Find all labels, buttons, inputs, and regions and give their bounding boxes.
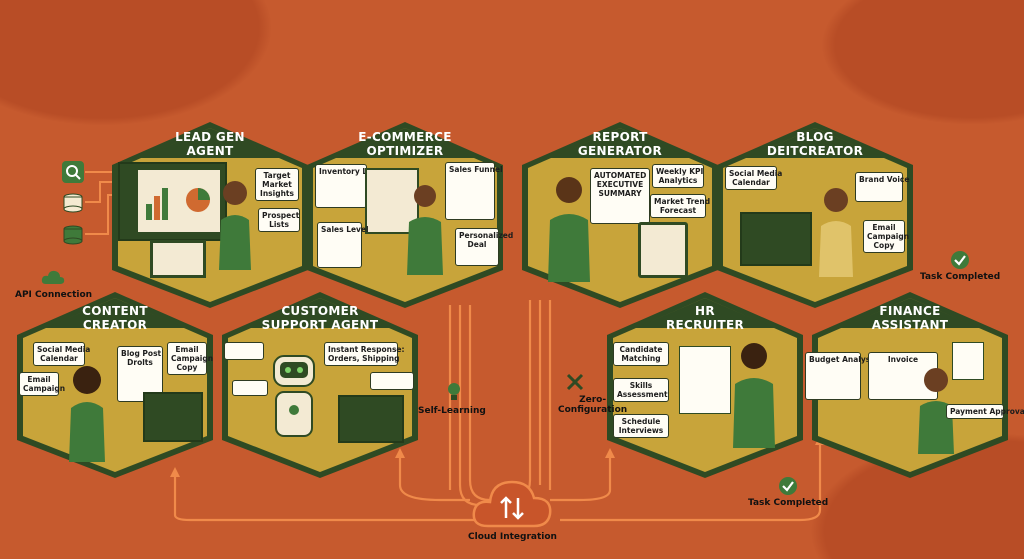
- executive-summary-card: AUTOMATED EXECUTIVE SUMMARY: [590, 168, 650, 224]
- agent-person: [57, 362, 117, 462]
- agent-report[interactable]: REPORT GENERATOR AUTOMATED EXECUTIVE SUM…: [520, 120, 720, 310]
- laptop: [150, 240, 206, 278]
- self-learning-label: Self-Learning: [418, 406, 486, 416]
- cloud-icon: [40, 268, 66, 288]
- email-campaign-card: Email Campaign Copy: [863, 220, 909, 253]
- agent-person: [538, 172, 600, 282]
- instant-response-card: Instant Response: Orders, Shipping: [324, 342, 405, 366]
- agent-title: REPORT GENERATOR: [577, 130, 663, 158]
- brand-voice-card: Brand Voice: [855, 172, 909, 202]
- chat-bubble: [370, 372, 414, 390]
- schedule-interviews-card: Schedule Interviews: [613, 414, 669, 438]
- robot-icon: [262, 350, 326, 455]
- agent-finance[interactable]: FINANCE ASSISTANT Budget Analysis Invoic…: [805, 290, 1024, 480]
- cloud-integration-label: Cloud Integration: [468, 532, 557, 542]
- desktop-monitor: [143, 392, 203, 442]
- task-completed-label: Task Completed: [920, 272, 1001, 282]
- agent-hr[interactable]: HR RECRUITER Candidate Matching Skills A…: [605, 290, 805, 480]
- agent-title: CONTENT CREATOR: [82, 304, 148, 332]
- desktop-monitor: [338, 395, 404, 443]
- desktop-monitor: [740, 212, 812, 266]
- check-icon: [778, 476, 798, 496]
- skills-assessment-card: Skills Assessment: [613, 378, 669, 402]
- agent-ecommerce[interactable]: E-COMMERCE OPTIMIZER Inventory Level Sal…: [305, 120, 513, 310]
- payment-approval-card: Payment Approval: [946, 404, 1024, 419]
- agent-person: [723, 338, 785, 448]
- agent-person: [205, 175, 265, 270]
- resume-document: [679, 346, 731, 414]
- email-campaign-card: Email Campaign: [19, 372, 65, 396]
- weekly-kpi-card: Weekly KPI Analytics: [652, 164, 704, 188]
- lightbulb-icon: [446, 382, 462, 402]
- tools-icon: [565, 372, 585, 392]
- wire-content-cloud: [173, 472, 480, 522]
- agent-title: HR RECRUITER: [665, 304, 745, 332]
- wire-ecom-cloud: [468, 305, 491, 502]
- agent-person: [908, 364, 964, 454]
- market-trend-card: Market Trend Forecast: [650, 194, 710, 218]
- tablet: [638, 222, 688, 278]
- upload-download-icon: [500, 496, 524, 520]
- database-icon: [62, 224, 84, 246]
- target-market-card: Target Market Insights: [255, 168, 299, 201]
- budget-analysis-card: Budget Analysis: [805, 352, 877, 400]
- candidate-matching-card: Candidate Matching: [613, 342, 669, 366]
- wire-finance-cloud: [560, 440, 822, 522]
- agent-title: FINANCE ASSISTANT: [871, 304, 949, 332]
- agent-lead-gen[interactable]: LEAD GEN AGENT Target Market Insights Pr…: [110, 120, 310, 310]
- agent-person: [395, 180, 455, 275]
- agent-title: E-COMMERCE OPTIMIZER: [358, 130, 452, 158]
- wire-hr-cloud: [550, 455, 612, 502]
- wire-report-cloud: [509, 300, 532, 502]
- database-icon: [62, 192, 84, 214]
- search-icon: [62, 161, 84, 183]
- agent-blog[interactable]: BLOG DEITCREATOR Social Media Calendar B…: [715, 120, 915, 310]
- agent-title: LEAD GEN AGENT: [175, 130, 245, 158]
- email-campaign-copy-card: Email Campaign Copy: [167, 342, 213, 375]
- social-media-card: Social Media Calendar: [725, 166, 782, 190]
- chat-bubble: [232, 380, 268, 396]
- cloud-integration-icon: [470, 474, 554, 530]
- social-media-card: Social Media Calendar: [33, 342, 90, 366]
- agent-content[interactable]: CONTENT CREATOR Social Media Calendar Bl…: [15, 290, 215, 480]
- agent-title: CUSTOMER SUPPORT AGENT: [261, 304, 379, 332]
- report-sheet: [952, 342, 984, 380]
- check-icon: [950, 250, 970, 270]
- agent-support[interactable]: CUSTOMER SUPPORT AGENT Instant Response:…: [220, 290, 420, 480]
- agent-person: [807, 182, 865, 277]
- agent-title: BLOG DEITCREATOR: [766, 130, 864, 158]
- prospect-lists-card: Prospect Lists: [258, 208, 300, 232]
- personalized-deal-card: Personalized Deal: [455, 228, 513, 266]
- wire-support-cloud: [398, 455, 470, 502]
- api-connection-label: API Connection: [15, 290, 93, 300]
- chat-bubble: [224, 342, 264, 360]
- inventory-level-card: Inventory Level: [315, 164, 385, 208]
- sales-level-card: Sales Level: [317, 222, 369, 268]
- task-completed-label: Task Completed: [748, 498, 829, 508]
- sales-funnel-card: Sales Funnel: [445, 162, 503, 220]
- zero-configuration-label: Zero- Configuration: [558, 395, 628, 415]
